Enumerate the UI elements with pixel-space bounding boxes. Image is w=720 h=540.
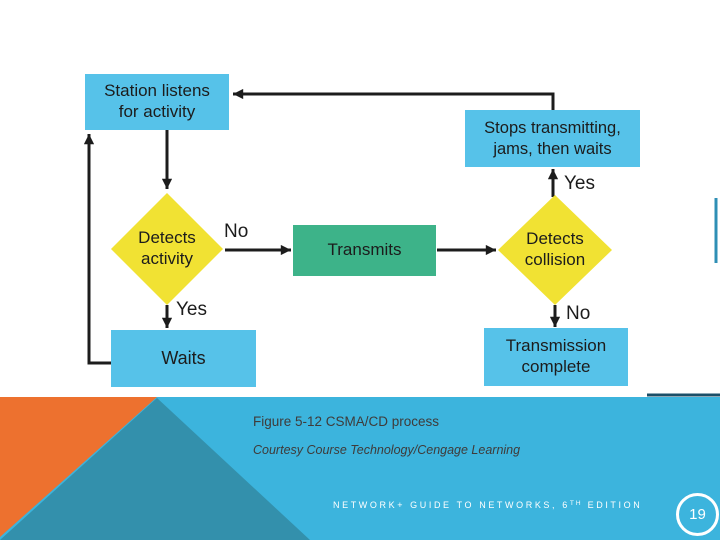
edge-label-yes-activity: Yes — [176, 299, 207, 320]
footer-title-prefix: NETWORK+ GUIDE TO NETWORKS, 6 — [333, 500, 570, 510]
edge-label-yes-collision: Yes — [564, 173, 595, 194]
node-label: Stops transmitting, jams, then waits — [484, 119, 621, 158]
edge-label-no-activity: No — [224, 221, 249, 242]
edge-label-no-collision: No — [566, 303, 591, 324]
node-label: Detects collision — [524, 229, 586, 269]
node-label: Station listens for activity — [104, 81, 210, 121]
bottom-left-orange-triangle — [0, 397, 157, 537]
figure-credit: Courtesy Course Technology/Cengage Learn… — [253, 443, 521, 457]
node-label: Transmits — [327, 240, 402, 260]
node-label: Detects activity — [138, 228, 196, 268]
node-waits: Waits — [111, 330, 256, 387]
node-stops-transmitting: Stops transmitting, jams, then waits — [465, 110, 640, 167]
bottom-left-teal-triangle — [0, 398, 310, 540]
node-transmits: Transmits — [293, 225, 436, 276]
node-label: Transmission complete — [505, 336, 607, 376]
arrow-waits-to-station — [83, 134, 111, 365]
node-station-listens: Station listens for activity — [85, 74, 229, 130]
node-transmission-complete: Transmission complete — [484, 328, 628, 386]
footer-title-suffix: EDITION — [582, 500, 643, 510]
footer-title-superscript: TH — [569, 500, 583, 507]
slide-number-badge: 19 — [676, 493, 719, 536]
node-label: Waits — [161, 347, 206, 368]
slide-number: 19 — [689, 506, 706, 523]
figure-caption: Figure 5-12 CSMA/CD process — [253, 414, 440, 429]
arrow-stops-to-station — [233, 88, 555, 111]
footer-title: NETWORK+ GUIDE TO NETWORKS, 6TH EDITION — [333, 500, 642, 510]
